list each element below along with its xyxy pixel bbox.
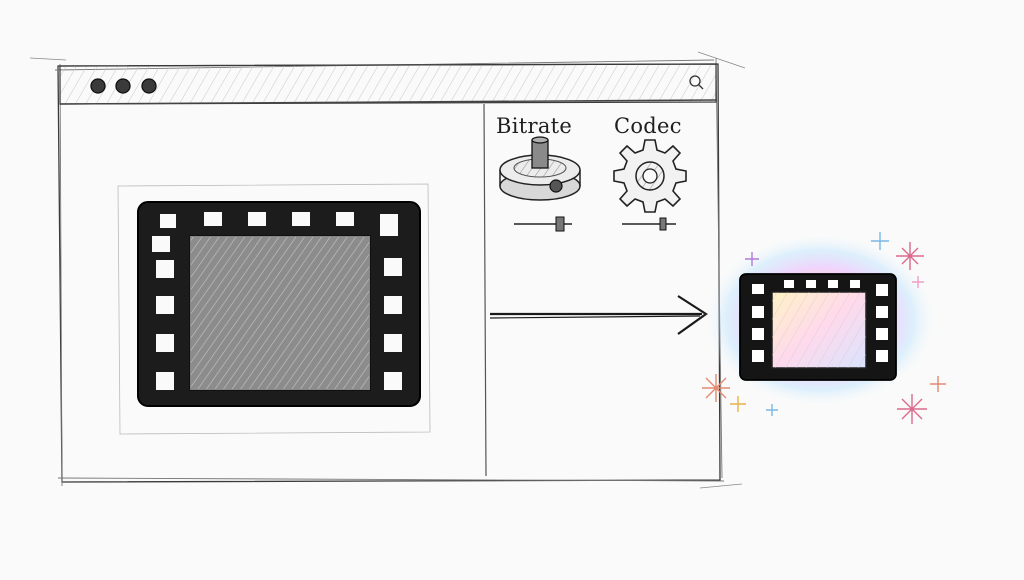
search-icon[interactable]: [689, 75, 704, 90]
gear-icon[interactable]: [613, 139, 687, 213]
arrow-right-icon: [489, 295, 708, 335]
codec-label: Codec: [614, 114, 682, 138]
sparkle-icons: [702, 232, 946, 424]
glowing-film-strip-icon: [702, 232, 938, 408]
codec-slider[interactable]: [622, 217, 676, 231]
panel-divider: [483, 103, 487, 477]
window-close-dot[interactable]: [90, 78, 106, 94]
bitrate-slider[interactable]: [514, 216, 572, 232]
bitrate-label: Bitrate: [496, 114, 573, 138]
title-bar: [59, 63, 717, 105]
knob-icon[interactable]: [499, 136, 581, 201]
film-strip-icon[interactable]: [117, 183, 431, 435]
window-minimize-dot[interactable]: [115, 78, 131, 94]
window-maximize-dot[interactable]: [141, 78, 157, 94]
